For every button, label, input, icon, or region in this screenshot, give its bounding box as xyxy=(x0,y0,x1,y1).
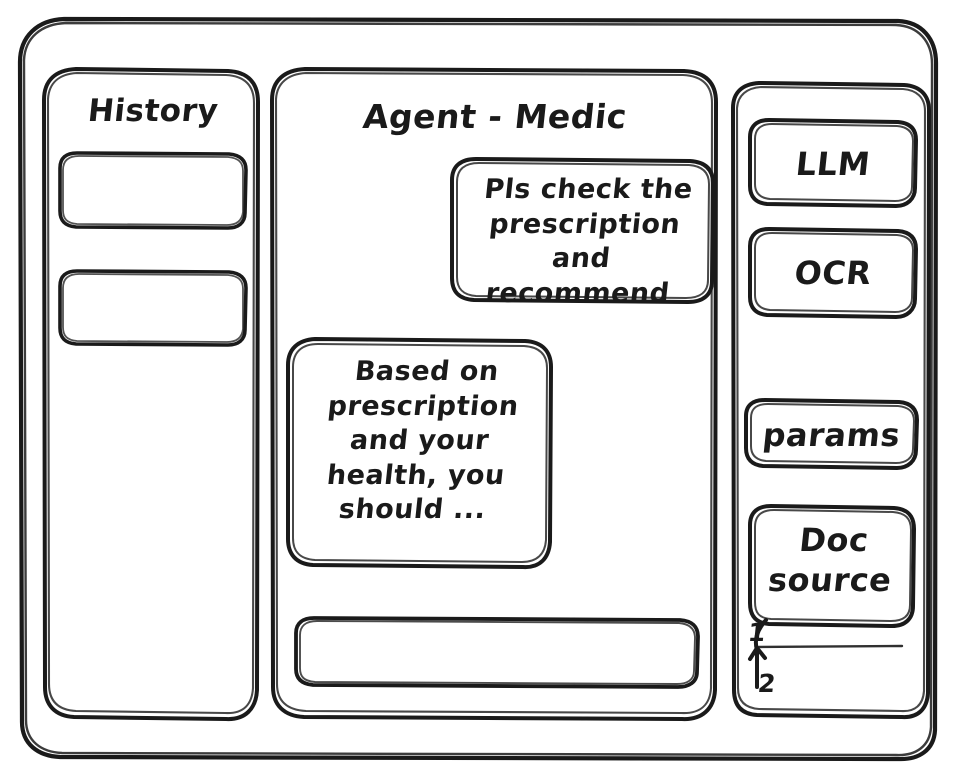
assistant-message-text: Based on prescription and your health, y… xyxy=(325,356,521,526)
agent-panel-title: Agent - Medic xyxy=(361,97,629,136)
tool-chip-ocr[interactable]: OCR xyxy=(750,229,916,317)
tool-chip-params-label: params xyxy=(760,416,903,454)
user-message: Pls check the prescription and recommend xyxy=(452,159,714,309)
history-item-2[interactable] xyxy=(60,271,248,347)
tool-chip-params[interactable]: params xyxy=(746,400,917,468)
history-item-1[interactable] xyxy=(60,153,248,229)
composer-input[interactable] xyxy=(296,618,698,688)
tool-chip-ocr-label: OCR xyxy=(792,254,874,292)
tool-chip-llm[interactable]: LLM xyxy=(750,120,916,206)
history-panel-title: History xyxy=(86,93,221,129)
assistant-message: Based on prescription and your health, y… xyxy=(288,339,551,568)
tool-chip-doc-source[interactable]: Doc source xyxy=(750,506,914,626)
doc-list-item-2[interactable]: 2 xyxy=(756,669,778,698)
doc-list-item-1[interactable]: 1 xyxy=(746,618,768,647)
tool-chip-doc-source-label: Doc source xyxy=(766,521,894,599)
tool-chip-llm-label: LLM xyxy=(793,145,873,183)
user-message-text: Pls check the prescription and recommend xyxy=(482,174,695,309)
